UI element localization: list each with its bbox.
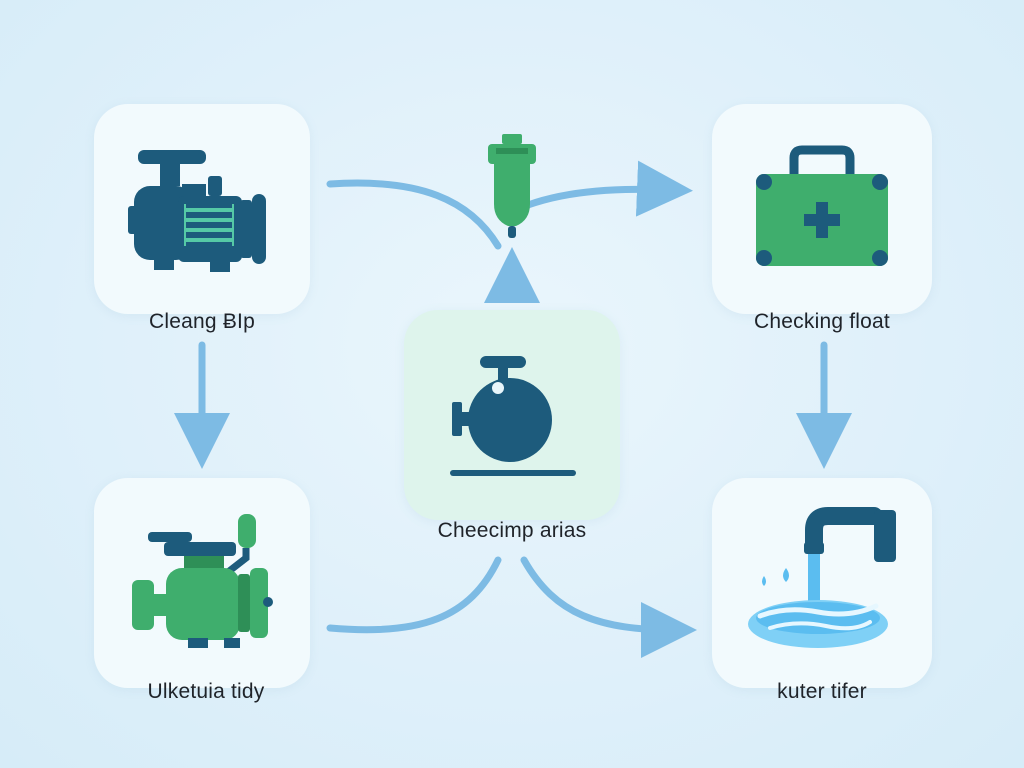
arrow-center-to-bottom-right [520, 556, 697, 658]
faucet-water-icon [748, 507, 896, 648]
label-bottom-right: kuter tifer [777, 680, 867, 703]
arrow-filter-to-top-right [524, 160, 693, 217]
label-center: Cheecimp arias [437, 519, 587, 542]
label-top-left: Cleang ɃIp [149, 310, 255, 333]
toolbox-icon [756, 145, 888, 266]
arrow-top-left-to-filter [326, 179, 502, 250]
motor-pump-icon [132, 514, 273, 648]
centrifugal-pump-icon [128, 150, 266, 272]
label-top-right: Checking float [754, 310, 890, 333]
arrow-bottom-left-to-center [326, 556, 502, 634]
label-bottom-left: Ulketuia tidy [147, 680, 265, 703]
valve-tank-icon [450, 356, 576, 476]
filter-cartridge-icon [488, 134, 536, 238]
